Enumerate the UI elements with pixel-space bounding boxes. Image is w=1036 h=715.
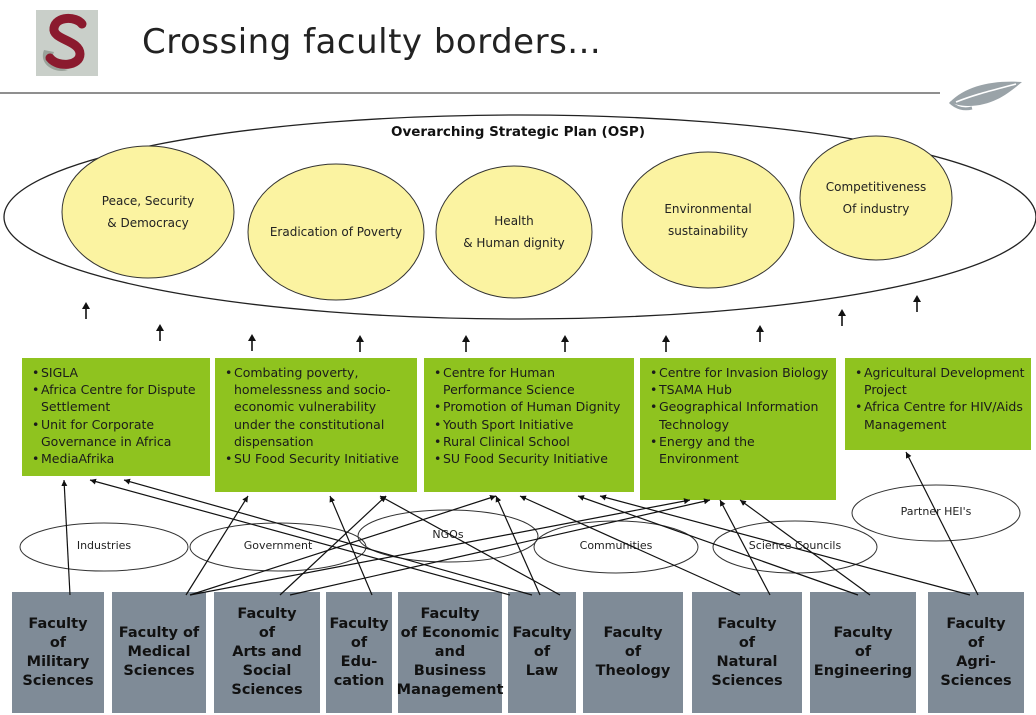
up-arrow-icon <box>838 309 846 326</box>
stakeholder-label: NGOs <box>432 528 464 541</box>
programme-item: Geographical Information Technology <box>650 398 830 432</box>
goal-ellipse <box>247 163 425 301</box>
osp-title: Overarching Strategic Plan (OSP) <box>391 124 645 140</box>
programme-item: Centre for Human Performance Science <box>434 364 628 398</box>
stakeholder-label: Industries <box>76 539 132 552</box>
up-arrow-icon <box>248 334 256 351</box>
faculty-box: Faculty of Medical Sciences <box>112 592 206 713</box>
programme-item: Promotion of Human Dignity <box>434 398 628 415</box>
up-arrow-icon <box>756 325 764 342</box>
programme-item: TSAMA Hub <box>650 381 830 398</box>
programme-item: SIGLA <box>32 364 204 381</box>
stakeholder-label: Partner HEI's <box>900 505 972 518</box>
stakeholder-label: Science Councils <box>748 539 842 552</box>
up-arrow-icon <box>561 335 569 352</box>
goal-label: Environmental sustainability <box>664 202 752 238</box>
faculty-box: Faculty of Military Sciences <box>12 592 104 713</box>
programme-box: SIGLAAfrica Centre for Dispute Settlemen… <box>22 358 210 476</box>
leaf-mark-icon <box>948 81 1022 111</box>
osp-ellipse <box>3 114 1036 320</box>
faculty-box: Faculty of Economic and Business Managem… <box>397 592 503 713</box>
programme-item: SU Food Security Initiative <box>225 450 411 467</box>
goal-label: Peace, Security & Democracy <box>101 194 195 230</box>
up-arrow-icon <box>156 324 164 341</box>
faculty-box: Faculty of Law <box>508 592 576 713</box>
stakeholder-label: Communities <box>579 539 653 552</box>
faculty-box: Faculty of Natural Sciences <box>692 592 802 713</box>
programme-item: Youth Sport Initiative <box>434 416 628 433</box>
programme-list: Combating poverty, homelessness and soci… <box>225 364 411 467</box>
programme-item: Africa Centre for HIV/Aids Management <box>855 398 1025 432</box>
programme-list: SIGLAAfrica Centre for Dispute Settlemen… <box>32 364 204 467</box>
header-divider <box>0 92 940 94</box>
programme-item: Rural Clinical School <box>434 433 628 450</box>
stakeholder-label: Government <box>243 539 313 552</box>
faculty-box: Faculty of Agri- Sciences <box>928 592 1024 713</box>
faculty-box: Faculty of Edu- cation <box>326 592 392 713</box>
page-title: Crossing faculty borders... <box>142 22 602 62</box>
programme-item: MediaAfrika <box>32 450 204 467</box>
programme-item: Centre for Invasion Biology <box>650 364 830 381</box>
programme-item: Unit for Corporate Governance in Africa <box>32 416 204 450</box>
programme-box: Centre for Invasion BiologyTSAMA HubGeog… <box>640 358 836 500</box>
up-arrow-icon <box>462 335 470 352</box>
programme-list: Centre for Human Performance ScienceProm… <box>434 364 628 467</box>
faculty-box: Faculty of Arts and Social Sciences <box>214 592 320 713</box>
goal-label: Competitiveness Of industry <box>825 180 927 216</box>
programme-item: Combating poverty, homelessness and soci… <box>225 364 411 450</box>
programme-box: Combating poverty, homelessness and soci… <box>215 358 417 492</box>
programme-item: Africa Centre for Dispute Settlement <box>32 381 204 415</box>
goal-ellipse <box>435 165 593 299</box>
programme-box: Centre for Human Performance ScienceProm… <box>424 358 634 492</box>
faculty-box: Faculty of Engineering <box>810 592 916 713</box>
goal-label: Health & Human dignity <box>463 214 565 250</box>
goal-label: Eradication of Poverty <box>269 225 403 239</box>
programme-list: Centre for Invasion BiologyTSAMA HubGeog… <box>650 364 830 467</box>
up-arrow-icon <box>662 335 670 352</box>
programme-box: Agricultural Development ProjectAfrica C… <box>845 358 1031 450</box>
programme-item: SU Food Security Initiative <box>434 450 628 467</box>
up-arrow-icon <box>913 295 921 312</box>
university-logo-icon <box>36 10 98 76</box>
programme-item: Agricultural Development Project <box>855 364 1025 398</box>
goal-ellipse <box>621 151 795 289</box>
faculty-box: Faculty of Theology <box>583 592 683 713</box>
goal-ellipse <box>799 135 953 261</box>
up-arrow-icon <box>82 302 90 319</box>
up-arrow-icon <box>356 335 364 352</box>
programme-item: Energy and the Environment <box>650 433 830 467</box>
programme-list: Agricultural Development ProjectAfrica C… <box>855 364 1025 433</box>
goal-ellipse <box>61 145 235 279</box>
